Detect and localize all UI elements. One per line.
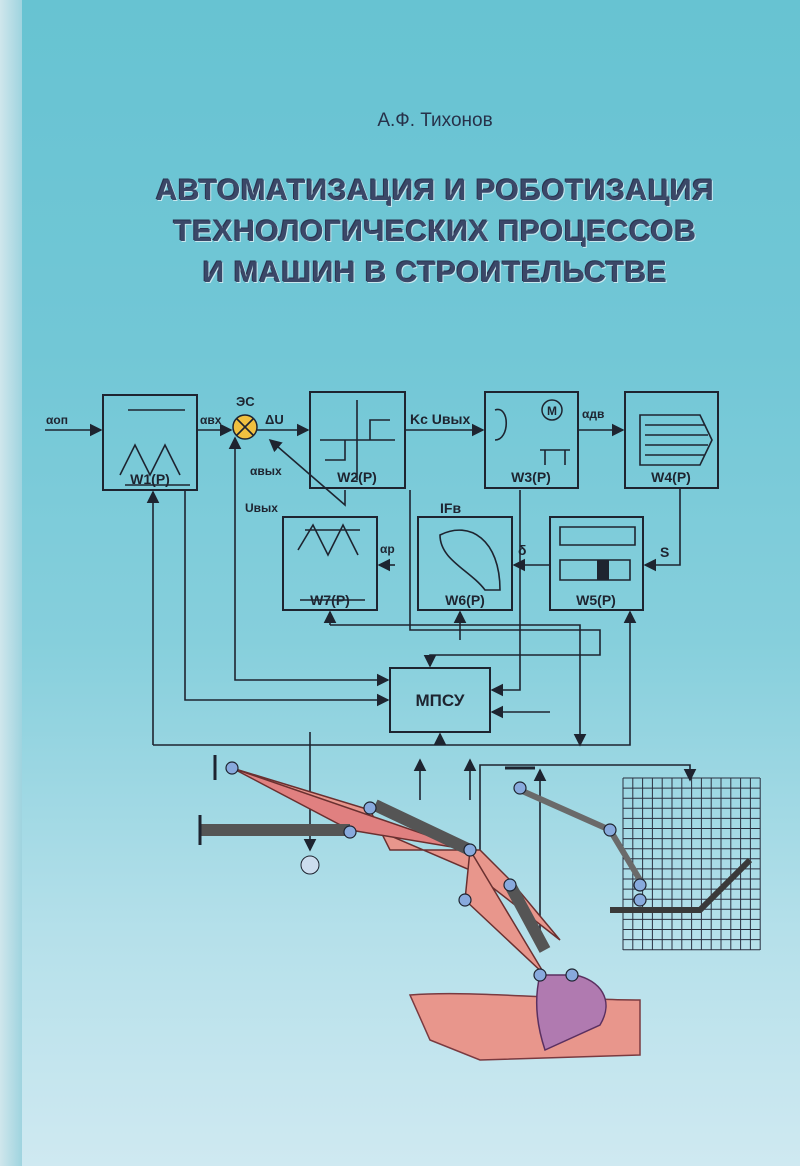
label-summator: ЭС [236,394,255,409]
title-line-3: И МАШИН В СТРОИТЕЛЬСТВЕ [202,256,668,289]
block-w5 [549,516,644,611]
robot-arm [518,787,643,882]
label-u-out: Uвых [245,501,278,515]
label-alpha-r: αр [380,542,395,556]
label-kc-uout: Kc Uвых [410,411,470,427]
boom-lower [231,767,471,851]
signal-lines [45,423,697,930]
title-line-1: АВТОМАТИЗАЦИЯ И РОБОТИЗАЦИЯ [155,174,715,207]
motor-label: M [547,404,557,418]
label-w6: W6(P) [445,592,485,608]
title-line-2: ТЕХНОЛОГИЧЕСКИХ ПРОЦЕССОВ [173,215,697,248]
bucket [535,974,607,1052]
block-w7 [282,516,378,611]
transformer-icon [297,523,365,601]
label-w3: W3(P) [511,469,551,485]
feed-mechanism-icon [639,414,713,466]
label-alpha-out: αвых [250,464,282,478]
block-controller [389,667,491,733]
label-delta-u: ΔU [265,412,284,427]
label-alpha-in: αвх [200,413,222,427]
valve-piston-icon [597,560,609,580]
motor-icon [300,855,320,875]
workpiece [610,857,753,913]
label-force: IFв [440,500,461,516]
excavator-mechanism [198,755,753,1061]
transformer-icon [119,409,190,486]
block-w4 [624,391,719,489]
label-alpha-op: αоп [46,413,68,427]
bucket-icon [439,529,501,591]
block-labels: W1(P) W2(P) W3(P) W4(P) W7(P) W6(P) W5(P… [130,469,691,710]
block-w3 [484,391,579,489]
motor-icon [541,399,563,421]
coil-icon [494,408,570,465]
signal-labels: αоп αвх ЭС ΔU Kc Uвых αдв αвых Uвых αр I… [46,394,669,560]
relay-characteristic-icon [320,400,395,480]
label-w2: W2(P) [337,469,377,485]
book-title: АВТОМАТИЗАЦИЯ И РОБОТИЗАЦИЯ ТЕХНОЛОГИЧЕС… [35,170,800,293]
author: А.Ф. Тихонов [377,110,493,131]
label-w7: W7(P) [310,592,350,608]
ground-supports [198,755,535,845]
label-w4: W4(P) [651,469,691,485]
label-w1: W1(P) [130,471,170,487]
block-w2 [309,391,406,489]
label-controller: МПСУ [415,691,464,710]
block-w1 [102,394,198,491]
grid [622,777,761,951]
label-alpha-dv: αдв [582,407,604,421]
label-s: S [660,544,669,560]
label-w5: W5(P) [576,592,616,608]
hydraulic-cylinders [200,799,551,953]
block-w6 [417,516,513,611]
book-spine-edge [0,0,22,1166]
label-delta: δ [518,542,527,558]
